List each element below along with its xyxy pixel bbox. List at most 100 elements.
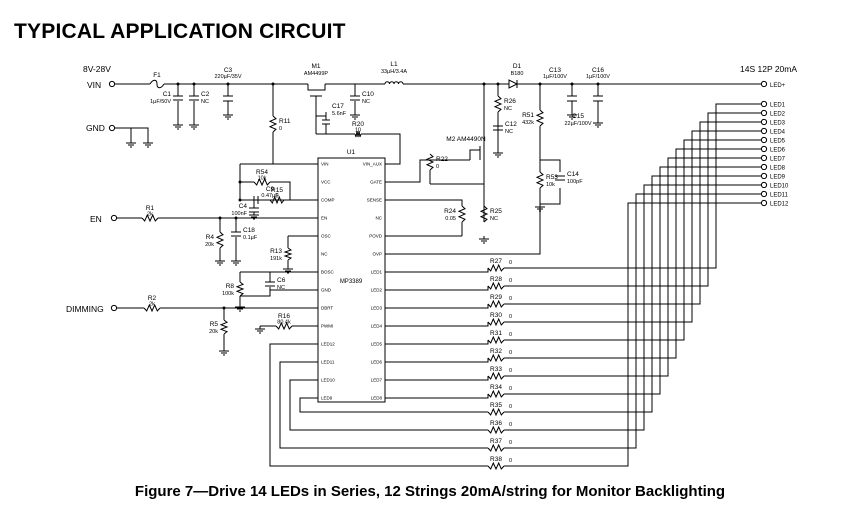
res-r22-body [425,153,435,171]
ground-symbol [215,258,225,266]
cap-c1-plates [173,95,183,101]
led-resistor-body [487,335,505,345]
mosfet-m2-body [479,146,485,164]
mosfet-m1-value: AM4499P [304,71,328,77]
en-port [110,214,118,222]
led-output-port [760,109,768,117]
ground-lines [219,348,229,356]
ic-left-pin: COMP [321,198,335,203]
cap-c1-value: 1µF/50V [150,99,171,105]
led-resistor-value: 0 [509,404,512,410]
ic-left-pin: NC [321,252,328,257]
cap-c9-plates [253,196,259,204]
ic-left-pin: LED10 [321,378,335,383]
ic-right-pin: LED3 [371,306,383,311]
led-output-port [760,163,768,171]
led-output-label: LED1 [770,103,786,109]
ground-symbol [249,212,259,220]
diode-leads [505,80,525,88]
ground-symbol [567,112,577,120]
ground-lines [189,122,199,130]
ground-lines [535,204,545,212]
cap-c2-ref: C2 [201,91,210,98]
res-r8-value: 100k [222,291,234,297]
ic-right-pin: LED6 [371,360,383,365]
diode-body [508,79,519,89]
ic-left-pin: VIN [321,162,329,167]
led-output-label: LED11 [770,193,789,199]
ic-right-pin: LED5 [371,342,383,347]
vin-port [108,80,116,88]
inductor-value: 33µH/3.4A [381,69,407,75]
cap-c14-ref: C14 [567,171,579,178]
cap-c14-value: 100pF [567,179,583,185]
led-resistor-ref: R32 [490,348,502,355]
cap-c18-value: 0.1µF [243,235,258,241]
led-resistor-value: 0 [509,458,512,464]
res-r51-body [535,109,545,127]
res-r13-value: 191k [270,256,282,262]
res-r15-value: 0 [275,194,278,200]
cap-c18-plates [231,231,241,237]
led-resistor-ref: R34 [490,384,502,391]
res-r53-body [535,171,545,189]
junction-dot [238,180,242,184]
led-resistor-ref: R28 [490,276,502,283]
cap-c16-ref: C16 [592,67,604,74]
mosfet-m1-body [307,84,326,97]
ic-right-pin: LED8 [371,396,383,401]
res-r8-ref: R8 [226,283,235,290]
ground-symbol [350,112,360,120]
res-r54-body [253,177,271,187]
ground-lines [255,326,265,334]
gnd-port-ground-2 [126,140,136,148]
led-resistor-ref: R38 [490,456,502,463]
led-output-label: LED2 [770,112,786,118]
cap-c6-plates [265,281,275,287]
ic-left-pin: BOSC [321,270,335,275]
res-r20-value: 10 [355,128,361,134]
led-resistor-ref: R35 [490,402,502,409]
cap-c3-ref: C3 [224,67,233,74]
res-r4-value: 20k [205,242,214,248]
ground-lines [249,212,259,220]
res-r11-ref: R11 [279,118,291,125]
cap-c13-plates [567,95,577,102]
led-output-label: LED7 [770,157,786,163]
ground-lines [173,122,183,130]
led-output-label: LED8 [770,166,786,172]
res-r26-ref: R26 [504,98,516,105]
res-r8-body [235,281,245,297]
res-r11-body [268,115,278,133]
res-r54-value: 10k [258,176,267,182]
led-feed-wire [385,358,489,363]
res-r5-ref: R5 [210,321,219,328]
led-output-label: LED5 [770,139,786,145]
cap-c12-ref: C12 [505,121,517,128]
res-r15-body [269,195,285,205]
ground-symbol [255,326,265,334]
ic-right-pin: GATE [370,180,382,185]
mosfet-m1-ref: M1 [311,63,320,70]
cap-c4-value: 100nF [231,211,247,217]
ground-lines [283,266,293,274]
ic-right-pin: LED2 [371,288,383,293]
led-output-wire [504,121,762,305]
ground-lines [231,258,241,266]
led-resistor-ref: R31 [490,330,502,337]
res-r2-value: 2k [149,302,155,308]
res-r1-ref: R1 [146,205,155,212]
vin-range-label: 8V-28V [83,64,111,74]
ic-left-pin: LED12 [321,342,335,347]
res-r5-value: 20k [209,329,218,335]
cap-c14-plates [555,175,565,181]
